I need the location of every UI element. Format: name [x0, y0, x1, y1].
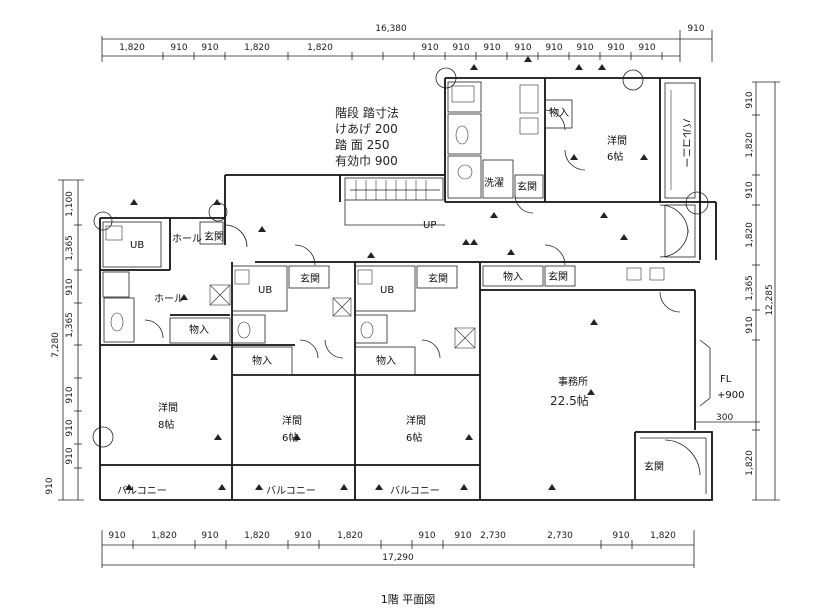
- yoma-c-size: 6帖: [406, 431, 422, 444]
- bottom-dim-10: 2,730: [547, 531, 573, 541]
- bottom-dim-12: 1,820: [650, 531, 676, 541]
- stair-spec-note: 階段 踏寸法 けあげ 200 踏 面 250 有効巾 900: [335, 105, 399, 168]
- left-dim-5: 910: [65, 386, 75, 403]
- room-labels: ホール ホール UB UB UB 玄関 玄関 玄関 玄関 玄関 玄関 物入 物入…: [117, 106, 692, 497]
- yoma-a-size: 8帖: [158, 418, 174, 431]
- balcony-label-2: バルコニー: [266, 485, 316, 497]
- ub-label-2: UB: [258, 285, 272, 296]
- bottom-dimensions: 910 1,820 910 1,820 910 1,820 910 910 2,…: [101, 530, 695, 568]
- bottom-dim-9: 2,730: [480, 531, 506, 541]
- right-dim-4: 1,820: [745, 222, 755, 248]
- right-dimensions: 910 1,820 910 1,820 1,365 910 1,820 12,2…: [745, 81, 780, 501]
- hall-label-2: ホール: [154, 293, 184, 305]
- drawing-title: 1階 平面図: [381, 592, 436, 606]
- stair-up-label: UP: [423, 220, 436, 231]
- top-dim-5: 1,820: [307, 43, 333, 53]
- balcony-label-1: バルコニー: [117, 485, 167, 497]
- bottom-dim-11: 910: [612, 531, 629, 541]
- bottom-dim-8: 910: [454, 531, 471, 541]
- balcony-label-4: バルコニー: [680, 118, 692, 168]
- left-dim-8: 910: [45, 477, 55, 494]
- left-dimensions: 1,100 1,365 910 1,365 910 910 910 910 7,…: [45, 179, 84, 501]
- ub-label-3: UB: [380, 285, 394, 296]
- top-dimensions: 16,380 910 1,820 910 910 1,820 1,820 910…: [101, 24, 713, 62]
- bottom-dim-6: 1,820: [337, 531, 363, 541]
- bottom-dim-5: 910: [294, 531, 311, 541]
- stair-spec-riser: けあげ 200: [335, 122, 398, 136]
- yoma-a-label: 洋間: [158, 401, 178, 414]
- top-dim-4: 1,820: [244, 43, 270, 53]
- bottom-dim-2: 1,820: [151, 531, 177, 541]
- right-dim-1: 910: [745, 91, 755, 108]
- bottom-dim-4: 1,820: [244, 531, 270, 541]
- genkan-label-1: 玄関: [204, 230, 224, 243]
- top-dim-12: 910: [607, 43, 624, 53]
- genkan-label-6: 玄関: [644, 460, 664, 473]
- top-dim-10: 910: [545, 43, 562, 53]
- storage-label-5: 物入: [549, 106, 569, 119]
- top-dim-6: 910: [421, 43, 438, 53]
- left-dim-4: 1,365: [65, 312, 75, 338]
- bottom-dim-3: 910: [201, 531, 218, 541]
- right-dim-5: 1,365: [745, 275, 755, 301]
- storage-label-1: 物入: [189, 323, 209, 336]
- ub-label-1: UB: [130, 240, 144, 251]
- genkan-label-5: 玄関: [517, 180, 537, 193]
- top-dim-13: 910: [638, 43, 655, 53]
- genkan-label-3: 玄関: [428, 272, 448, 285]
- bottom-dim-7: 910: [418, 531, 435, 541]
- left-total-dimension: 7,280: [51, 332, 61, 358]
- top-dim-7: 910: [452, 43, 469, 53]
- balcony-label-3: バルコニー: [390, 485, 440, 497]
- staircase: UP: [344, 177, 445, 231]
- washroom-label: 洗濯: [484, 177, 504, 189]
- stair-spec-width: 有効巾 900: [335, 153, 398, 168]
- right-dim-9: 1,820: [745, 450, 755, 476]
- yoma-d-label: 洋間: [607, 134, 627, 147]
- column-markers: [92, 67, 709, 448]
- top-dim-8: 910: [483, 43, 500, 53]
- office-label: 事務所: [558, 375, 588, 388]
- office-size: 22.5帖: [550, 393, 589, 408]
- yoma-b-size: 6帖: [282, 431, 298, 444]
- left-dim-6: 910: [65, 419, 75, 436]
- right-total-dimension: 12,285: [765, 284, 775, 316]
- left-dim-7: 910: [65, 447, 75, 464]
- fixtures: [105, 84, 665, 349]
- top-dim-11: 910: [576, 43, 593, 53]
- fl-value: +900: [717, 390, 744, 401]
- floor-level-note: FL +900 300: [695, 374, 760, 423]
- genkan-label-2: 玄関: [300, 272, 320, 285]
- storage-label-4: 物入: [503, 270, 523, 283]
- genkan-label-4: 玄関: [548, 270, 568, 283]
- symbol-marks: [125, 56, 648, 490]
- top-dim-3: 910: [201, 43, 218, 53]
- right-dim-2: 1,820: [745, 132, 755, 158]
- storage-label-3: 物入: [376, 354, 396, 367]
- bottom-total-dimension: 17,290: [382, 553, 414, 563]
- yoma-d-size: 6帖: [607, 150, 623, 163]
- stair-spec-title: 階段 踏寸法: [335, 105, 399, 120]
- left-dim-1: 1,100: [65, 191, 75, 217]
- step-dimension: 300: [716, 413, 733, 423]
- yoma-b-label: 洋間: [282, 414, 302, 427]
- bottom-dim-1: 910: [108, 531, 125, 541]
- right-dim-6: 910: [745, 316, 755, 333]
- top-total-dimension: 16,380: [375, 24, 407, 34]
- top-dim-2: 910: [170, 43, 187, 53]
- yoma-c-label: 洋間: [406, 414, 426, 427]
- top-extra-dimension: 910: [687, 24, 704, 34]
- hall-label-1: ホール: [172, 233, 202, 245]
- left-dim-3: 910: [65, 278, 75, 295]
- partitions: [102, 81, 696, 376]
- fl-label: FL: [720, 374, 732, 385]
- door-swings: [144, 109, 711, 476]
- left-dim-2: 1,365: [65, 235, 75, 261]
- right-dim-3: 910: [745, 181, 755, 198]
- top-dim-9: 910: [514, 43, 531, 53]
- stair-spec-tread: 踏 面 250: [335, 138, 390, 152]
- top-dim-1: 1,820: [119, 43, 145, 53]
- storage-label-2: 物入: [252, 354, 272, 367]
